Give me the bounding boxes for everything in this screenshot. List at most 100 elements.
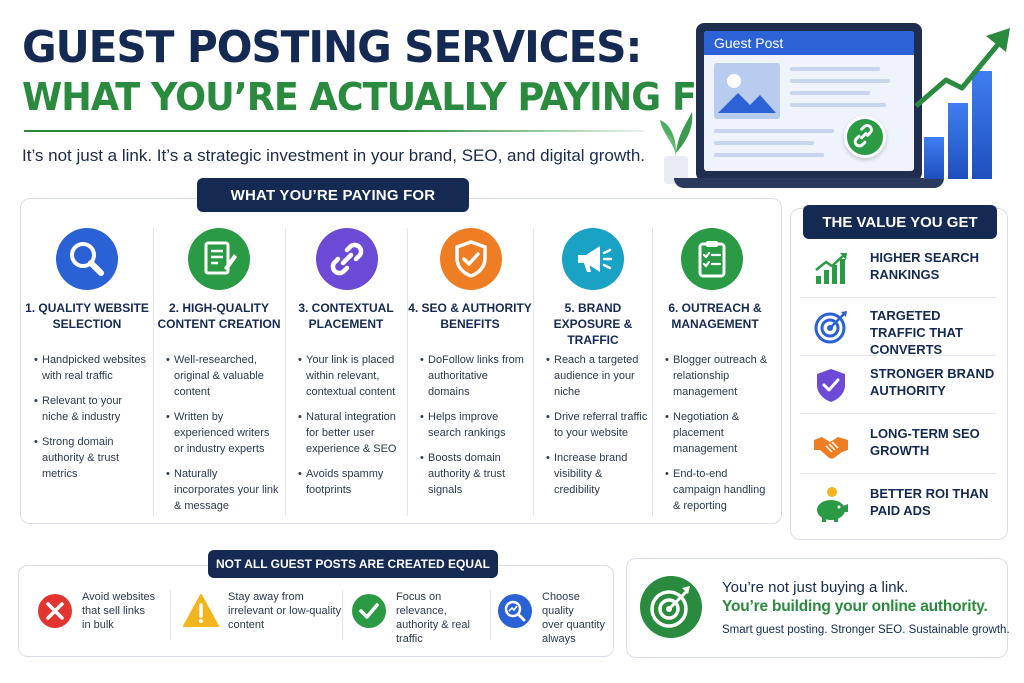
piggy-bank-icon [817,487,848,522]
tip-item: Stay away from irrelevant or low-quality… [182,588,342,640]
feature-title: 6. OUTREACH & MANAGEMENT [668,301,762,331]
clipboard-check-icon [681,228,743,290]
value-item: LONG-TERM SEO GROWTH [800,416,996,474]
column-divider [533,228,534,516]
feature-title: 1. QUALITY WEBSITE SELECTION [25,301,149,331]
feature-column-seo-benefits: 4. SEO & AUTHORITY BENEFITS DoFollow lin… [408,226,532,516]
bullet-item: Blogger outreach & relationship manageme… [665,352,773,400]
tagline: It’s not just a link. It’s a strategic i… [22,146,646,165]
bullet-item: Avoids spammy footprints [298,466,402,498]
growth-bar [924,137,944,179]
red-x-icon [38,594,72,628]
bullet-item: Drive referral traffic to your website [546,409,648,441]
feature-bullets: Handpicked websites with real traffic Re… [34,352,148,491]
chain-link-icon [316,228,378,290]
value-item: TARGETED TRAFFIC THAT CONVERTS [800,298,996,357]
tip-text: Stay away from irrelevant or low-quality… [228,591,342,631]
tip-item: Focus on relevance, authority & real tra… [350,588,490,645]
bullet-item: Naturally incorporates your link & messa… [166,466,280,514]
shield-check-icon [817,369,845,402]
magnifier-icon [56,228,118,290]
tip-text: Avoid websites that sell links in bulk [82,591,156,631]
value-text: STRONGER BRAND AUTHORITY [870,366,995,398]
tip-divider [490,590,491,640]
page-subtitle: WHAT YOU’RE ACTUALLY PAYING FOR [22,75,754,119]
bullet-item: Relevant to your niche & industry [34,393,148,425]
megaphone-icon [562,228,624,290]
bullet-item: Strong domain authority & trust metrics [34,434,148,482]
value-item: STRONGER BRAND AUTHORITY [800,356,996,414]
tip-text: Choose quality over quantity always [542,591,605,645]
tip-item: Choose quality over quantity always [496,588,612,645]
feature-column-brand-exposure: 5. BRAND EXPOSURE & TRAFFIC Reach a targ… [534,226,652,516]
text-line [790,91,870,95]
text-line [790,79,890,83]
column-divider [407,228,408,516]
target-icon [814,311,847,344]
text-line [714,153,824,157]
growth-bar [972,71,992,179]
document-pen-icon [188,228,250,290]
bullet-item: Well-researched, original & valuable con… [166,352,280,400]
bullet-item: Negotiation & placement management [665,409,773,457]
text-line [714,129,834,133]
column-divider [153,228,154,516]
laptop: Guest Post [696,23,922,181]
text-line [714,141,814,145]
target-arrow-icon [640,576,702,638]
text-line [790,67,880,71]
image-placeholder-icon [714,63,780,119]
feature-column-website-selection: 1. QUALITY WEBSITE SELECTION Handpicked … [22,226,152,516]
feature-column-content-creation: 2. HIGH-QUALITY CONTENT CREATION Well-re… [154,226,284,516]
bullet-item: Handpicked websites with real traffic [34,352,148,384]
growth-arrow-icon [914,28,1010,108]
value-text: TARGETED TRAFFIC THAT CONVERTS [870,308,963,357]
feature-title: 2. HIGH-QUALITY CONTENT CREATION [157,301,281,331]
feature-bullets: Reach a targeted audience in your niche … [546,352,648,507]
laptop-base [674,178,944,188]
hero-illustration: Guest Post [650,18,1020,193]
not-equal-header: NOT ALL GUEST POSTS ARE CREATED EQUAL [208,550,498,578]
handshake-icon [814,437,848,459]
screen-title: Guest Post [704,31,914,55]
green-check-icon [352,594,386,628]
feature-title: 5. BRAND EXPOSURE & TRAFFIC [553,301,633,347]
bullet-item: Reach a targeted audience in your niche [546,352,648,400]
column-divider [285,228,286,516]
warning-icon [183,594,219,627]
paying-for-header: WHAT YOU’RE PAYING FOR [197,178,469,212]
bullet-item: Helps improve search rankings [420,409,528,441]
feature-bullets: Your link is placed within relevant, con… [298,352,402,507]
feature-title: 3. CONTEXTUAL PLACEMENT [298,301,394,331]
value-item: HIGHER SEARCH RANKINGS [800,240,996,298]
tip-item: Avoid websites that sell links in bulk [36,588,168,640]
feature-title: 4. SEO & AUTHORITY BENEFITS [408,301,532,331]
closing-line-3: Smart guest posting. Stronger SEO. Susta… [722,624,1010,636]
quality-search-icon [498,594,532,628]
growth-bar [948,103,968,179]
feature-bullets: Blogger outreach & relationship manageme… [665,352,773,523]
growth-chart-icon [815,253,847,284]
value-text: BETTER ROI THAN PAID ADS [870,486,989,518]
bullet-item: DoFollow links from authoritative domain… [420,352,528,400]
page-title: GUEST POSTING SERVICES: [22,22,642,73]
bullet-item: Natural integration for better user expe… [298,409,402,457]
bullet-item: Written by experienced writers or indust… [166,409,280,457]
title-underline [24,130,644,132]
bullet-item: End-to-end campaign handling & reporting [665,466,773,514]
text-line [790,103,886,107]
closing-line-2: You’re building your online authority. [722,598,988,615]
tip-text: Focus on relevance, authority & real tra… [396,591,470,645]
bullet-item: Boosts domain authority & trust signals [420,450,528,498]
value-item: BETTER ROI THAN PAID ADS [800,476,996,534]
tip-divider [342,590,343,640]
plant-icon [660,112,693,184]
bullet-item: Increase brand visibility & credibility [546,450,648,498]
feature-column-outreach: 6. OUTREACH & MANAGEMENT Blogger outreac… [653,226,777,516]
bullet-item: Your link is placed within relevant, con… [298,352,402,400]
closing-line-1: You’re not just buying a link. [722,579,909,596]
value-header: THE VALUE YOU GET [803,205,997,239]
value-text: HIGHER SEARCH RANKINGS [870,250,980,282]
value-text: LONG-TERM SEO GROWTH [870,426,980,458]
link-badge-icon [844,116,886,158]
